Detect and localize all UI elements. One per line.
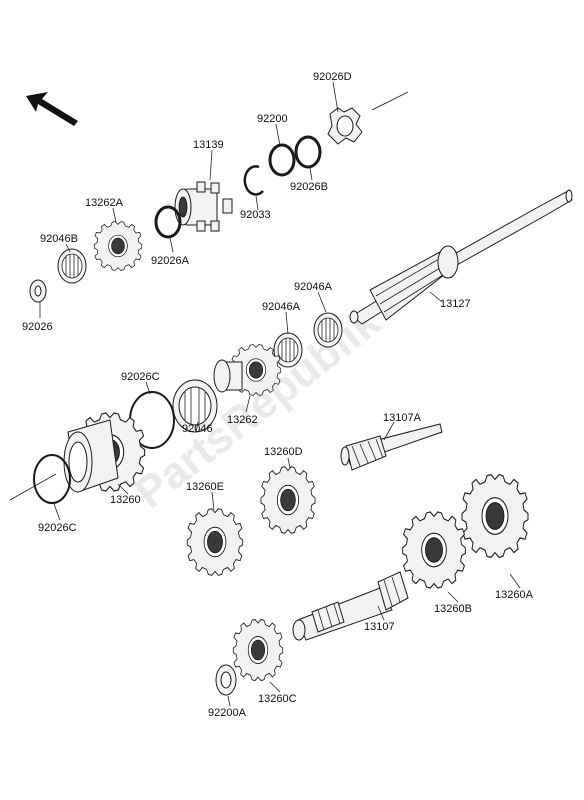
part-92046A-bearing-1 [313, 312, 343, 348]
part-13107-shaft [292, 571, 409, 641]
part-13127-shaft [349, 189, 573, 325]
part-92200-ring [268, 143, 296, 177]
label-13260B: 13260B [434, 603, 472, 615]
label-92026C-lower: 92026C [38, 522, 77, 534]
direction-arrow-icon [26, 92, 78, 126]
part-13262-gear [213, 344, 282, 396]
label-92026A: 92026A [151, 255, 190, 267]
label-13260: 13260 [110, 494, 141, 506]
axis-guide-line-upper [371, 91, 409, 111]
label-92046B: 92046B [40, 233, 78, 245]
label-13262: 13262 [227, 414, 258, 426]
label-92033: 92033 [240, 209, 271, 221]
part-92026-washer [29, 279, 47, 303]
part-92026B-ring [294, 135, 322, 169]
part-92026D-clip [327, 107, 363, 145]
label-13260D: 13260D [264, 446, 303, 458]
label-92046: 92046 [182, 423, 213, 435]
part-92026A-ring [154, 205, 182, 239]
watermark-text: PartsRepublik [126, 297, 390, 518]
part-13260A-gear [461, 473, 529, 559]
label-13107A: 13107A [383, 412, 422, 424]
part-13107A-shaft [340, 423, 443, 471]
label-92046A-1: 92046A [294, 281, 333, 293]
label-92026: 92026 [22, 321, 53, 333]
label-92026C-upper: 92026C [121, 371, 160, 383]
label-92026D: 92026D [313, 71, 352, 83]
part-13260B-gear [402, 511, 466, 589]
label-92026B: 92026B [290, 181, 328, 193]
label-13260A: 13260A [495, 589, 534, 601]
part-92033-circlip [243, 165, 264, 196]
part-13260C-gear [232, 618, 284, 682]
part-13260-gear [63, 412, 146, 493]
part-13262A-gear [93, 221, 143, 271]
label-13260E: 13260E [186, 481, 224, 493]
label-92046A-2: 92046A [262, 301, 301, 313]
part-13260E-gear [186, 508, 244, 576]
label-13127: 13127 [440, 298, 471, 310]
leader-lines [39, 81, 521, 707]
part-92046B-bearing [57, 248, 87, 284]
part-92046A-bearing-2 [273, 332, 303, 368]
part-92026C-ring-lower [33, 454, 71, 504]
label-13139: 13139 [193, 139, 224, 151]
label-13107: 13107 [364, 621, 395, 633]
part-13260D-gear [260, 466, 316, 534]
label-13260C: 13260C [258, 693, 297, 705]
part-92200A-washer [215, 664, 237, 696]
axis-guide-line-lower [9, 473, 57, 501]
label-92200: 92200 [257, 113, 288, 125]
part-13139-sleeve [174, 181, 233, 232]
label-92200A: 92200A [208, 707, 247, 719]
label-13262A: 13262A [85, 197, 124, 209]
part-92046-bearing [172, 379, 218, 433]
